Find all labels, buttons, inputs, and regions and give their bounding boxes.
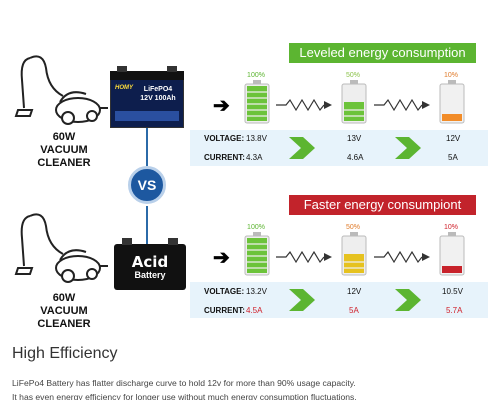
level-label: 50% (345, 72, 360, 79)
voltage-row-bottom: VOLTAGE: (204, 287, 245, 296)
battery-full-icon (244, 232, 270, 276)
current-row-bottom: CURRENT: (204, 306, 245, 315)
connector-line-bottom (146, 206, 148, 244)
metrics-band-bottom (190, 282, 488, 318)
acid-battery-label: Acid Battery (131, 253, 169, 280)
lifepo4-battery: HOMY LiFePO4 12V 100Ah (110, 66, 184, 128)
metrics-band-top (190, 130, 488, 166)
current-value: 5A (448, 153, 458, 162)
current-value: 5A (349, 306, 359, 315)
right-arrow-icon: ➔ (213, 95, 230, 117)
current-value: 4.6A (347, 153, 364, 162)
battery-low-icon (439, 80, 465, 124)
level-label: 100% (247, 72, 265, 79)
battery-low-icon (439, 232, 465, 276)
battery-spec: LiFePO4 12V 100Ah (140, 86, 176, 102)
current-value: 5.7A (446, 306, 463, 315)
voltage-row-top: VOLTAGE: (204, 134, 245, 143)
level-label: 50% (345, 224, 360, 231)
voltage-value: 13.8V (246, 134, 267, 143)
zigzag-connector-icon (276, 98, 332, 112)
zigzag-connector-icon (374, 250, 430, 264)
voltage-value: 12V (446, 134, 461, 143)
connector-line-top (146, 128, 148, 166)
chevron-right-icon (395, 137, 421, 159)
current-row-top: CURRENT: (204, 153, 245, 162)
leveled-consumption-banner: Leveled energy consumption (289, 43, 476, 63)
zigzag-connector-icon (374, 98, 430, 112)
section-description: LiFePo4 Battery has flatter discharge cu… (12, 376, 492, 400)
faster-consumption-banner: Faster energy consumpiont (289, 195, 476, 215)
current-value: 4.5A (246, 306, 263, 315)
acid-battery: Acid Battery (114, 238, 186, 290)
battery-full-icon (244, 80, 270, 124)
vacuum-cleaner-icon (14, 55, 108, 125)
description-line: LiFePo4 Battery has flatter discharge cu… (12, 378, 356, 388)
right-arrow-icon: ➔ (213, 247, 230, 269)
voltage-value: 13.2V (246, 287, 267, 296)
chevron-right-icon (289, 137, 315, 159)
chevron-right-icon (289, 289, 315, 311)
voltage-value: 13V (347, 134, 362, 143)
cleaner-label-bottom: 60W VACUUM CLEANER (37, 292, 91, 330)
vacuum-cleaner-icon (14, 213, 108, 283)
battery-half-icon (341, 232, 367, 276)
vs-badge: VS (128, 166, 166, 204)
chevron-right-icon (395, 289, 421, 311)
level-label: 10% (443, 72, 458, 79)
level-label: 10% (443, 224, 458, 231)
battery-half-icon (341, 80, 367, 124)
voltage-value: 12V (347, 287, 362, 296)
battery-brand: HOMY (115, 85, 133, 91)
voltage-value: 10.5V (442, 287, 463, 296)
cleaner-label-top: 60W VACUUM CLEANER (37, 131, 91, 169)
current-value: 4.3A (246, 153, 263, 162)
level-label: 100% (247, 224, 265, 231)
zigzag-connector-icon (276, 250, 332, 264)
description-line: It has even energy efficiency for longer… (12, 392, 357, 400)
section-heading: High Efficiency (12, 345, 118, 362)
